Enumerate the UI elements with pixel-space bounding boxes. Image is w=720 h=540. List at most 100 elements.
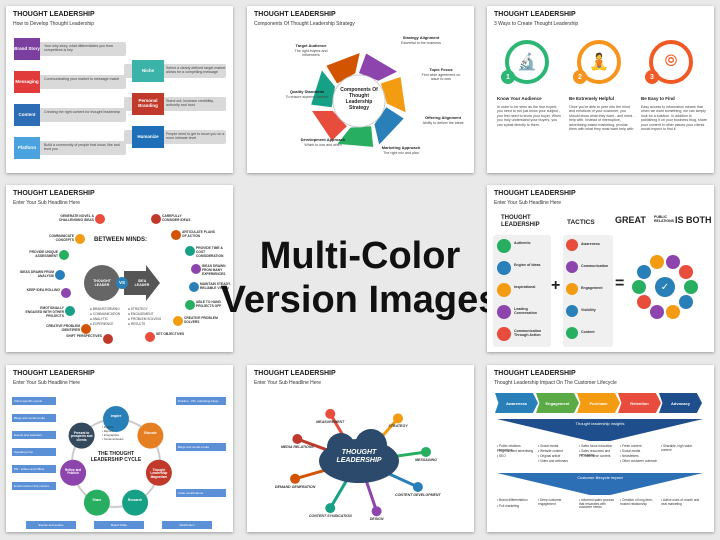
is-both-label: IS BOTH — [675, 215, 712, 225]
tactic-icon — [497, 305, 511, 319]
insight-item: • Video and webinars — [538, 459, 568, 463]
mid-item: Visibility — [581, 308, 596, 312]
spoke-icon — [371, 506, 382, 517]
slide-title: THOUGHT LEADERSHIP — [494, 11, 576, 18]
spoke-label: STRATEGY — [388, 424, 408, 429]
impact-label: Customer lifecycle impact — [577, 475, 623, 480]
pr-ring-bubble — [679, 264, 694, 279]
mid-item: Awareness — [581, 242, 600, 246]
spoke-icon — [325, 408, 336, 419]
right-trait-dot — [145, 332, 155, 342]
way-text: Once you're able to peer into the mind a… — [569, 105, 635, 132]
wheel-segment — [311, 70, 335, 108]
cycle-right-tag: Blogs and social media — [176, 443, 226, 451]
step-tab: Niche — [132, 60, 164, 82]
mid-left-item: ● BRAINSTORMING — [90, 307, 120, 311]
slide-lifecycle[interactable]: THOUGHT LEADERSHIP Thought Leadership Im… — [487, 365, 714, 532]
slide-cycle[interactable]: THOUGHT LEADERSHIP Enter Your Sub Headli… — [6, 365, 233, 532]
pr-ring-bubble — [649, 255, 664, 270]
step-text: Your why story, what differentiates you … — [44, 44, 114, 53]
slide-subtitle: Enter Your Sub Headline Here — [13, 200, 80, 206]
left-trait: IDEAS DRAWN FROM ANALYSIS — [19, 270, 54, 278]
mid-left-item: ● ANALYTIC — [90, 317, 108, 321]
step-tab: Humanize — [132, 126, 164, 148]
cycle-left-tag: Events and webinars — [12, 431, 56, 439]
binoculars-icon: ⦾ — [664, 53, 678, 70]
cycle-node-label: Share — [92, 497, 102, 502]
lifecycle-stage: Retention — [618, 393, 661, 413]
wheel-segment — [380, 77, 406, 113]
slide-between-minds[interactable]: THOUGHT LEADERSHIP Enter Your Sub Headli… — [6, 185, 233, 352]
right-trait-dot — [185, 300, 195, 310]
components-wheel — [311, 53, 406, 147]
insight-item: • Public relations campaigns — [497, 444, 521, 452]
slide-title: THOUGHT LEADERSHIP — [13, 370, 95, 377]
mid-icon — [566, 261, 578, 273]
left-trait-dot — [103, 334, 113, 344]
mid-right-item: ● PROBLEM SOLVING — [128, 317, 162, 321]
spoke-icon — [393, 413, 404, 424]
equals-sign: = — [615, 275, 625, 292]
step-ribbon — [14, 141, 126, 155]
pr-ring-bubble — [632, 280, 646, 294]
step-tab: Content — [14, 104, 40, 126]
step-text: Select a clearly defined target market a… — [166, 66, 226, 75]
center-title-line2: Version Images — [220, 279, 500, 321]
lifecycle-stage: Awareness — [495, 393, 538, 413]
insight-item: • Website content — [538, 449, 563, 453]
cloud-text: THOUGHT LEADERSHIP — [336, 449, 382, 465]
insight-item: • Sharable, high value content — [661, 444, 693, 452]
cycle-bottom-tag: Events and quotes — [26, 521, 76, 529]
tactic-icon — [497, 283, 511, 297]
slide-title: THOUGHT LEADERSHIP — [13, 190, 95, 197]
cycle-left-tag: Email nurture/ drip content — [12, 482, 56, 490]
slide-tactics[interactable]: THOUGHT LEADERSHIP Enter Your Sub Headli… — [487, 185, 714, 352]
wheel-segment — [326, 53, 360, 84]
component-text: Which to use and when — [304, 142, 342, 147]
slide-three-ways[interactable]: THOUGHT LEADERSHIP 3 Ways to Create Thou… — [487, 6, 714, 173]
slide-how-to-develop[interactable]: THOUGHT LEADERSHIP How to Develop Though… — [6, 6, 233, 173]
mid-item: Content — [581, 330, 595, 334]
component-text: To ensure superior content — [285, 94, 329, 99]
left-item: Communication Through Action — [514, 329, 542, 337]
component-head: Topic Focus — [429, 67, 453, 72]
center-title: Multi-Color Version Images — [0, 234, 720, 322]
impact-item: • Creation of long-term, trusted relatio… — [620, 498, 653, 506]
center-title-line1: Multi-Color — [259, 235, 461, 277]
spoke-label: DESIGN — [369, 517, 384, 522]
between-minds-title: BETWEEN MINDS: — [94, 237, 147, 243]
step-tab: Messaging — [14, 71, 40, 93]
way-text: Easy access to information means that wh… — [641, 105, 707, 132]
cycle-node — [68, 422, 95, 449]
cycle-node-label: Educate — [144, 430, 157, 435]
left-trait: COMMUNICATE CONCEPTS — [49, 234, 74, 242]
wheel-segment — [374, 107, 404, 145]
right-trait: ABLE TO HAND PROJECTS OFF — [196, 300, 222, 308]
lifecycle-stage: Purchase — [577, 393, 620, 413]
component-text: Firm wide agreement on issue to own — [421, 72, 461, 82]
mid-icon — [566, 239, 578, 251]
lifecycle-stage: Advocacy — [659, 393, 702, 413]
cloud-puff — [355, 429, 387, 461]
slide-subtitle: Components Of Thought Leadership Strateg… — [254, 21, 355, 27]
wheel-segment — [359, 53, 397, 81]
idea-leader-label: IDEA LEADER — [134, 279, 150, 287]
slide-subtitle: Enter Your Sub Headline Here — [494, 200, 561, 206]
slide-subtitle: How to Develop Thought Leadership — [13, 21, 95, 27]
spoke-label: MEDIA RELATIONS — [280, 445, 314, 450]
mid-icon — [566, 283, 578, 295]
idea-leader-arrow — [124, 265, 160, 301]
slide-title: THOUGHT LEADERSHIP — [13, 11, 95, 18]
pr-ring-bubble — [679, 295, 694, 310]
left-trait-dot — [59, 250, 69, 260]
slide-components[interactable]: THOUGHT LEADERSHIP Components Of Thought… — [247, 6, 474, 173]
components-labels: Components Of Thought Leadership Strateg… — [247, 6, 474, 173]
left-trait: CREATIVE PROBLEM IDENTIFIER — [46, 324, 80, 332]
slide-cloud[interactable]: THOUGHT LEADERSHIP Enter Your Sub Headli… — [247, 365, 474, 532]
cycle-right-tag: Position - PR, marketing blogs — [176, 397, 226, 405]
insight-item: • E-commerce content — [579, 454, 611, 458]
cycle-node — [60, 459, 87, 486]
